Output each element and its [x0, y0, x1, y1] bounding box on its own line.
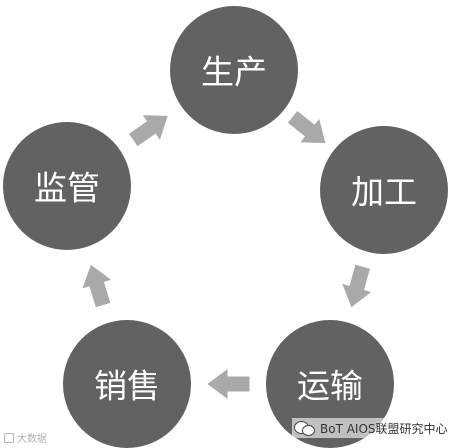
node-circle-processing	[320, 126, 448, 254]
node-supervision: 监管	[3, 122, 131, 250]
arrow-sales-to-supervision	[82, 264, 112, 308]
node-label-production: 生产	[201, 53, 267, 92]
arrow-production-to-processing	[287, 111, 326, 144]
watermark-right-text: BoT AIOS联盟研究中心	[320, 421, 448, 436]
node-processing: 加工	[320, 126, 448, 254]
watermark-left: 大数据	[4, 430, 47, 445]
node-circle-sales	[63, 320, 191, 448]
node-label-sales: 销售	[94, 367, 160, 406]
node-production: 生产	[170, 6, 298, 134]
node-circle-production	[170, 6, 298, 134]
arrows-layer	[82, 111, 372, 399]
wechat-icon	[294, 420, 316, 436]
arrow-transport-to-sales	[207, 369, 250, 399]
watermark-right: BoT AIOS联盟研究中心	[292, 418, 450, 438]
watermark-left-text: 大数据	[17, 434, 47, 445]
node-sales: 销售	[63, 320, 191, 448]
node-transport: 运输	[266, 320, 394, 448]
watermark-logo-icon	[4, 433, 14, 443]
node-label-processing: 加工	[351, 173, 417, 212]
node-label-supervision: 监管	[34, 169, 100, 208]
arrow-processing-to-transport	[342, 264, 372, 308]
node-circle-supervision	[3, 122, 131, 250]
node-label-transport: 运输	[297, 367, 363, 406]
node-circle-transport	[266, 320, 394, 448]
arrow-supervision-to-production	[129, 115, 168, 147]
